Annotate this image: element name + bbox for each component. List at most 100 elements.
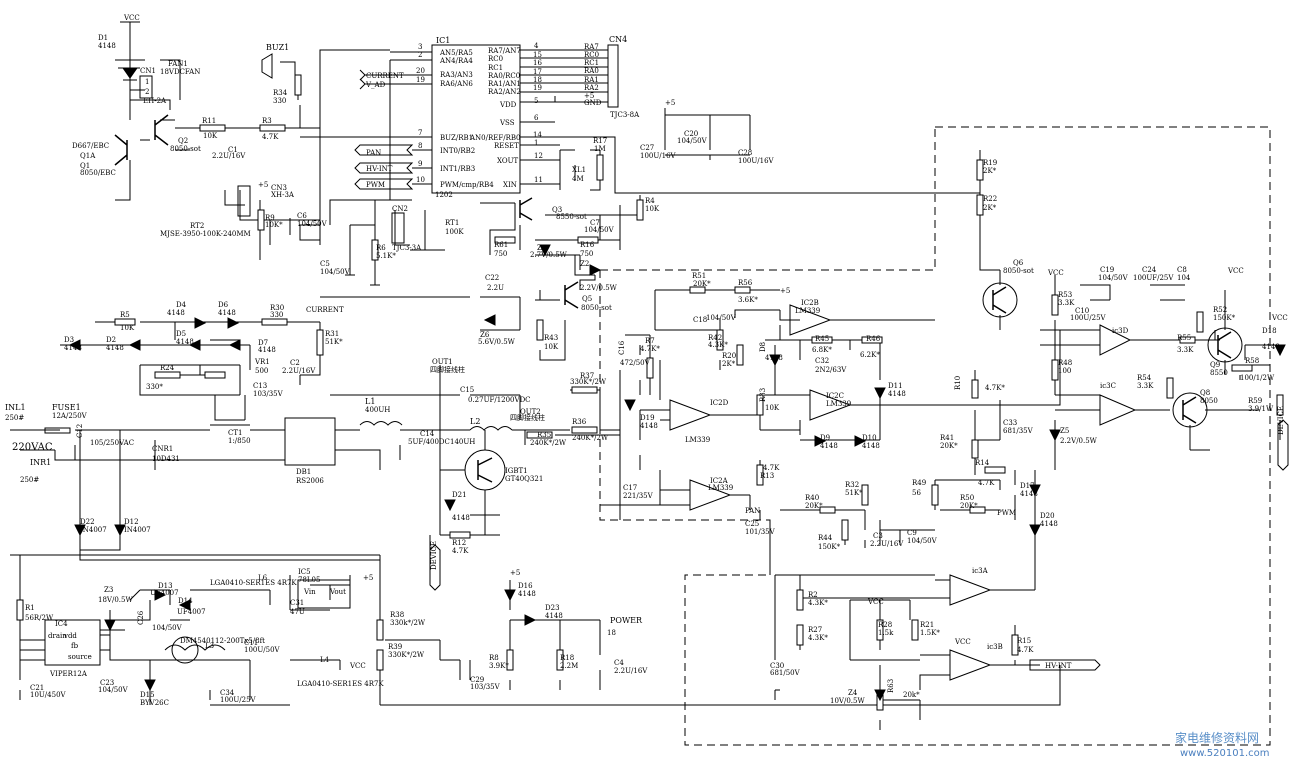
label-r21v: 1.5K* <box>920 629 940 637</box>
label-c30: C30 <box>770 662 784 670</box>
label-inl1: INL1 <box>5 403 26 412</box>
label-int1: INT1/RB3 <box>440 165 475 173</box>
label-c10: C10 <box>1075 307 1089 315</box>
label-cn2v: TJC3-3A <box>392 244 422 252</box>
label-r35: R35 <box>537 431 551 439</box>
label-cn1p1: 1 <box>145 78 149 86</box>
label-c22v: 2.2U <box>487 284 504 292</box>
label-c25: C25 <box>745 520 759 528</box>
label-r8: R8 <box>489 654 499 662</box>
label-d14: D14 <box>178 597 193 605</box>
label-c19: C19 <box>1100 266 1114 274</box>
label-r20: R20 <box>722 352 736 360</box>
label-d5v: 4148 <box>176 338 194 346</box>
label-r1: R1 <box>25 604 35 612</box>
label-n-ra0: RA0 <box>584 67 599 75</box>
label-r18: R18 <box>560 654 574 662</box>
ic4-body <box>44 619 101 666</box>
label-c34v: 100U/25V <box>220 696 257 704</box>
label-r4v: 10K <box>645 205 660 213</box>
label-l6: L6 <box>258 574 268 582</box>
label-cn3v: XH-3A <box>271 191 295 199</box>
label-c11v: 100U/50V <box>244 646 281 654</box>
label-c30v: 681/50V <box>770 669 801 677</box>
label-ic4v: VIPER12A <box>49 670 88 678</box>
label-r16v: 750 <box>580 250 593 258</box>
label-c2: C2 <box>290 359 300 367</box>
label-c21v: 10U/450V <box>30 691 67 699</box>
label-p19: 19 <box>533 84 542 92</box>
label-z6v: 5.6V/0.5W <box>478 338 516 346</box>
label-d12v: IN4007 <box>124 526 151 534</box>
label-r10v: 4.7K* <box>985 384 1005 392</box>
label-r6: R6 <box>376 244 386 252</box>
label-rt1v: 100K <box>445 228 464 236</box>
label-l4: L4 <box>320 656 330 664</box>
label-r7v: 4.7K* <box>640 345 660 353</box>
label-ic1: IC1 <box>436 36 450 45</box>
label-r48v: 100 <box>1058 367 1071 375</box>
label-c3v: 2.2U/16V <box>870 540 904 548</box>
label-r55: R55 <box>1177 334 1191 342</box>
label-r50: R50 <box>960 494 974 502</box>
label-r52: R52 <box>1213 306 1227 314</box>
label-pwmc: PWM/cmp/RB4 <box>440 181 494 189</box>
label-cn4: CN4 <box>609 35 627 44</box>
label-q1d: 8050/EBC <box>80 169 116 177</box>
label-ct1: CT1 <box>228 429 242 437</box>
label-r36: R36 <box>572 418 587 426</box>
label-out2: OUT2 <box>520 408 541 416</box>
label-an0: AN0/REF/RB0 <box>469 134 520 142</box>
label-an5: AN5/RA5 <box>439 49 473 57</box>
dashed-boundary-mid <box>600 127 936 271</box>
label-q8v: 8050 <box>1200 397 1218 405</box>
label-d13: D13 <box>158 582 173 590</box>
label-ic2a: IC2A <box>710 477 729 485</box>
label-cn1: CN1 <box>140 67 156 75</box>
label-inl1v: 250# <box>5 414 24 422</box>
label-c4: C4 <box>614 659 624 667</box>
label-cn4v: TJC3-8A <box>610 111 640 119</box>
label-r17: R17 <box>593 137 607 145</box>
label-r43v: 10K <box>544 343 559 351</box>
label-r46v: 6.2K* <box>860 351 880 359</box>
label-d15v: BYV26C <box>140 699 169 707</box>
label-r21: R21 <box>920 621 934 629</box>
label-c7v: 104/50V <box>584 226 615 234</box>
label-d10: D10 <box>862 434 877 442</box>
label-p15: 15 <box>533 51 542 59</box>
label-c33v: 681/35V <box>1003 427 1034 435</box>
label-xout: XOUT <box>497 157 518 165</box>
label-ic2c: IC2C <box>826 392 844 400</box>
label-q8: Q8 <box>1200 389 1210 397</box>
ic1-body <box>431 44 521 194</box>
label-r41v: 20K* <box>940 442 958 450</box>
label-d16: D16 <box>518 582 533 590</box>
label-c7: C7 <box>590 219 600 227</box>
label-c27: C27 <box>640 144 654 152</box>
label-ic3c: ic3C <box>1100 382 1116 390</box>
label-l4v: LGA0410-SER1ES 4R7K <box>297 680 384 688</box>
label-r33: R33 <box>759 388 767 402</box>
label-r61v: 750 <box>494 250 507 258</box>
label-c23: C23 <box>100 679 114 687</box>
label-vin: Vin <box>303 588 316 596</box>
label-p10: 10 <box>416 176 425 184</box>
label-ic2av: LM339 <box>708 484 733 492</box>
label-d20v: 4148 <box>1040 520 1058 528</box>
label-c20v: 104/50V <box>677 137 708 145</box>
label-ra3: RA3/AN3 <box>440 71 473 79</box>
label-d12: D12 <box>124 518 139 526</box>
label-cnr1: CNR1 <box>152 445 173 453</box>
label-db1: DB1 <box>296 468 311 476</box>
label-d8: D8 <box>759 342 767 352</box>
label-buz1: BUZ1 <box>266 43 289 52</box>
label-r13: R13 <box>760 472 774 480</box>
label-d7: D7 <box>258 339 268 347</box>
label-l3v: DM4540112-200Tx5/8ft <box>180 637 265 645</box>
label-c21: C21 <box>30 684 44 692</box>
label-r36v: 240K*/2W <box>572 434 609 442</box>
label-d4v: 4148 <box>167 309 185 317</box>
label-r42: R42 <box>708 334 722 342</box>
